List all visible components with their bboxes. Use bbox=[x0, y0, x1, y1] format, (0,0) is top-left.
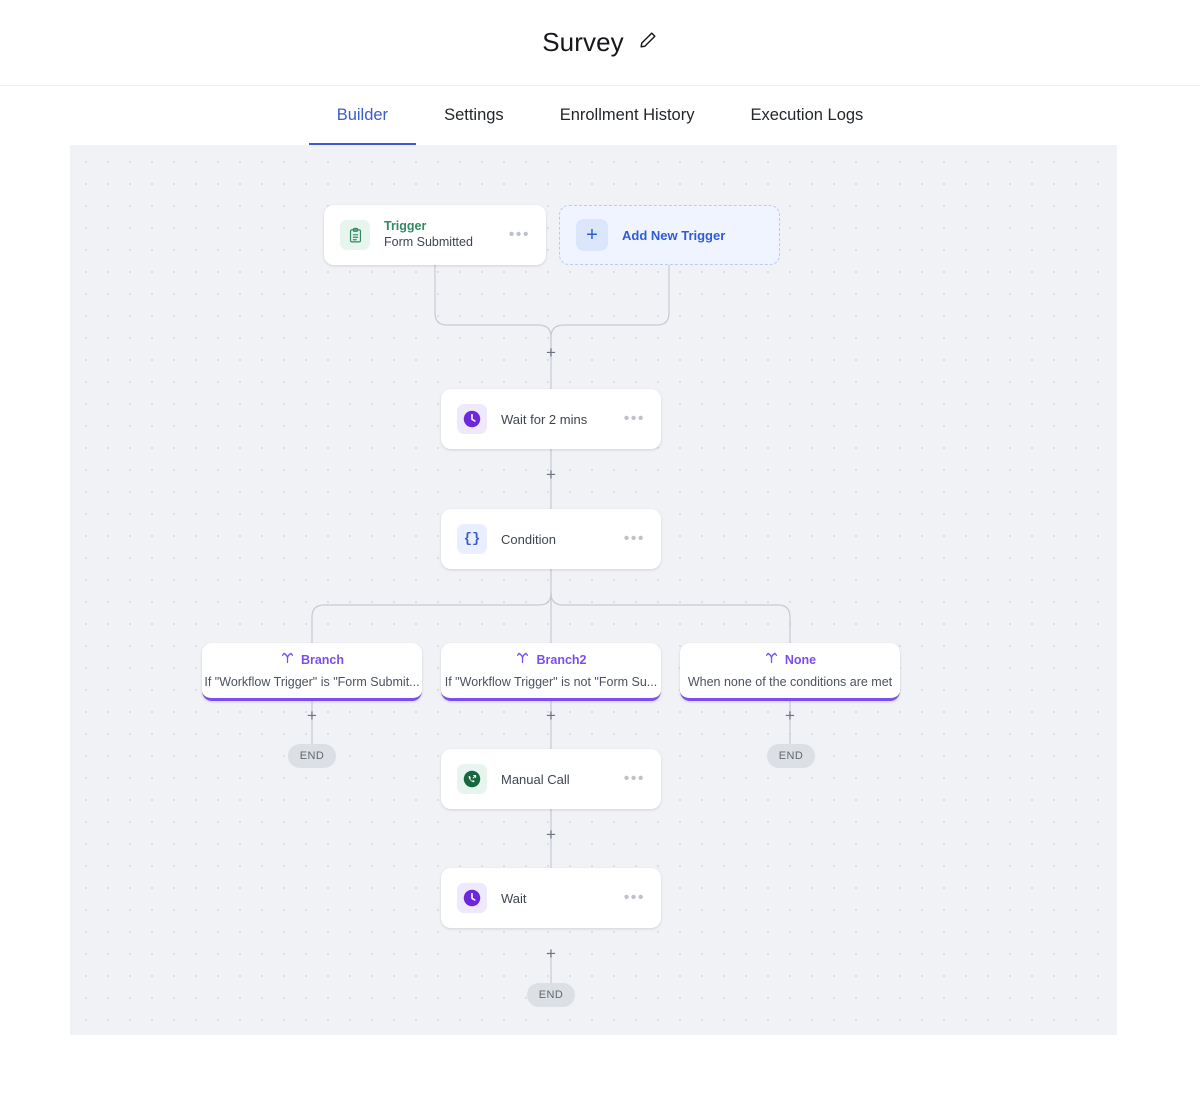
branch-name: None bbox=[784, 653, 817, 667]
pencil-icon[interactable] bbox=[638, 30, 658, 55]
braces-icon: {} bbox=[457, 524, 487, 554]
add-new-trigger-label: Add New Trigger bbox=[622, 227, 726, 243]
wait-2-mins-labels: Wait for 2 mins bbox=[501, 412, 624, 427]
node-condition[interactable]: {} Condition ••• bbox=[441, 509, 661, 569]
branch-icon bbox=[280, 650, 295, 670]
branch-icon bbox=[515, 650, 530, 670]
branch-card-branch[interactable]: Branch If "Workflow Trigger" is "Form Su… bbox=[202, 643, 422, 701]
manual-call-labels: Manual Call bbox=[501, 772, 624, 787]
end-node-branch-3[interactable]: END bbox=[767, 744, 815, 768]
branch-header: Branch bbox=[280, 650, 344, 670]
manual-call-menu-icon[interactable]: ••• bbox=[623, 770, 645, 787]
add-step-plus-after-wait-2-mins[interactable]: + bbox=[546, 465, 556, 484]
tab-bar: Builder Settings Enrollment History Exec… bbox=[0, 85, 1200, 146]
branch-description: When none of the conditions are met bbox=[687, 675, 893, 689]
add-step-plus-branch-1[interactable]: + bbox=[307, 706, 317, 725]
workflow-canvas[interactable]: Trigger Form Submitted ••• + Add New Tri… bbox=[70, 145, 1117, 1035]
end-node-main[interactable]: END bbox=[527, 983, 575, 1007]
wait-label: Wait bbox=[501, 890, 527, 906]
builder-canvas-wrap: Trigger Form Submitted ••• + Add New Tri… bbox=[0, 145, 1200, 1090]
node-manual-call[interactable]: Manual Call ••• bbox=[441, 749, 661, 809]
branch-description: If "Workflow Trigger" is "Form Submit... bbox=[204, 675, 420, 689]
clock-icon bbox=[457, 883, 487, 913]
wait-menu-icon[interactable]: ••• bbox=[623, 889, 645, 906]
trigger-subtitle: Form Submitted bbox=[384, 235, 473, 249]
branch-icon bbox=[764, 650, 779, 670]
add-step-plus-after-manual-call[interactable]: + bbox=[546, 825, 556, 844]
trigger-title: Trigger bbox=[384, 219, 427, 233]
add-step-plus-branch-3[interactable]: + bbox=[785, 706, 795, 725]
condition-labels: Condition bbox=[501, 532, 624, 547]
add-step-plus-after-triggers[interactable]: + bbox=[546, 343, 556, 362]
tab-builder[interactable]: Builder bbox=[308, 87, 417, 146]
add-step-plus-branch-2[interactable]: + bbox=[546, 706, 556, 725]
tab-enrollment-history[interactable]: Enrollment History bbox=[559, 105, 695, 124]
phone-outbound-icon bbox=[457, 764, 487, 794]
tab-settings[interactable]: Settings bbox=[444, 105, 504, 124]
wait-labels: Wait bbox=[501, 891, 624, 906]
branch-card-none[interactable]: None When none of the conditions are met bbox=[680, 643, 900, 701]
page-title: Survey bbox=[542, 27, 624, 57]
clock-icon bbox=[457, 404, 487, 434]
branch-header: Branch2 bbox=[515, 650, 587, 670]
plus-icon[interactable]: + bbox=[576, 219, 608, 251]
trigger-menu-icon[interactable]: ••• bbox=[508, 226, 530, 243]
node-wait-for-2-mins[interactable]: Wait for 2 mins ••• bbox=[441, 389, 661, 449]
trigger-labels: Trigger Form Submitted bbox=[384, 219, 509, 251]
page-header: Survey bbox=[0, 0, 1200, 85]
add-step-plus-after-wait[interactable]: + bbox=[546, 944, 556, 963]
wait-2-mins-menu-icon[interactable]: ••• bbox=[623, 410, 645, 427]
condition-label: Condition bbox=[501, 531, 556, 547]
node-wait[interactable]: Wait ••• bbox=[441, 868, 661, 928]
branch-name: Branch bbox=[300, 653, 345, 667]
manual-call-label: Manual Call bbox=[501, 771, 570, 787]
end-node-branch-1[interactable]: END bbox=[288, 744, 336, 768]
branch-description: If "Workflow Trigger" is not "Form Su... bbox=[444, 675, 658, 689]
branch-name: Branch2 bbox=[536, 653, 587, 667]
condition-menu-icon[interactable]: ••• bbox=[623, 530, 645, 547]
branch-header: None bbox=[764, 650, 816, 670]
wait-2-mins-label: Wait for 2 mins bbox=[501, 411, 588, 427]
clipboard-form-icon bbox=[340, 220, 370, 250]
tab-execution-logs[interactable]: Execution Logs bbox=[750, 105, 864, 124]
node-trigger[interactable]: Trigger Form Submitted ••• bbox=[324, 205, 546, 265]
add-new-trigger-card[interactable]: + Add New Trigger bbox=[559, 205, 780, 265]
branch-card-branch2[interactable]: Branch2 If "Workflow Trigger" is not "Fo… bbox=[441, 643, 661, 701]
